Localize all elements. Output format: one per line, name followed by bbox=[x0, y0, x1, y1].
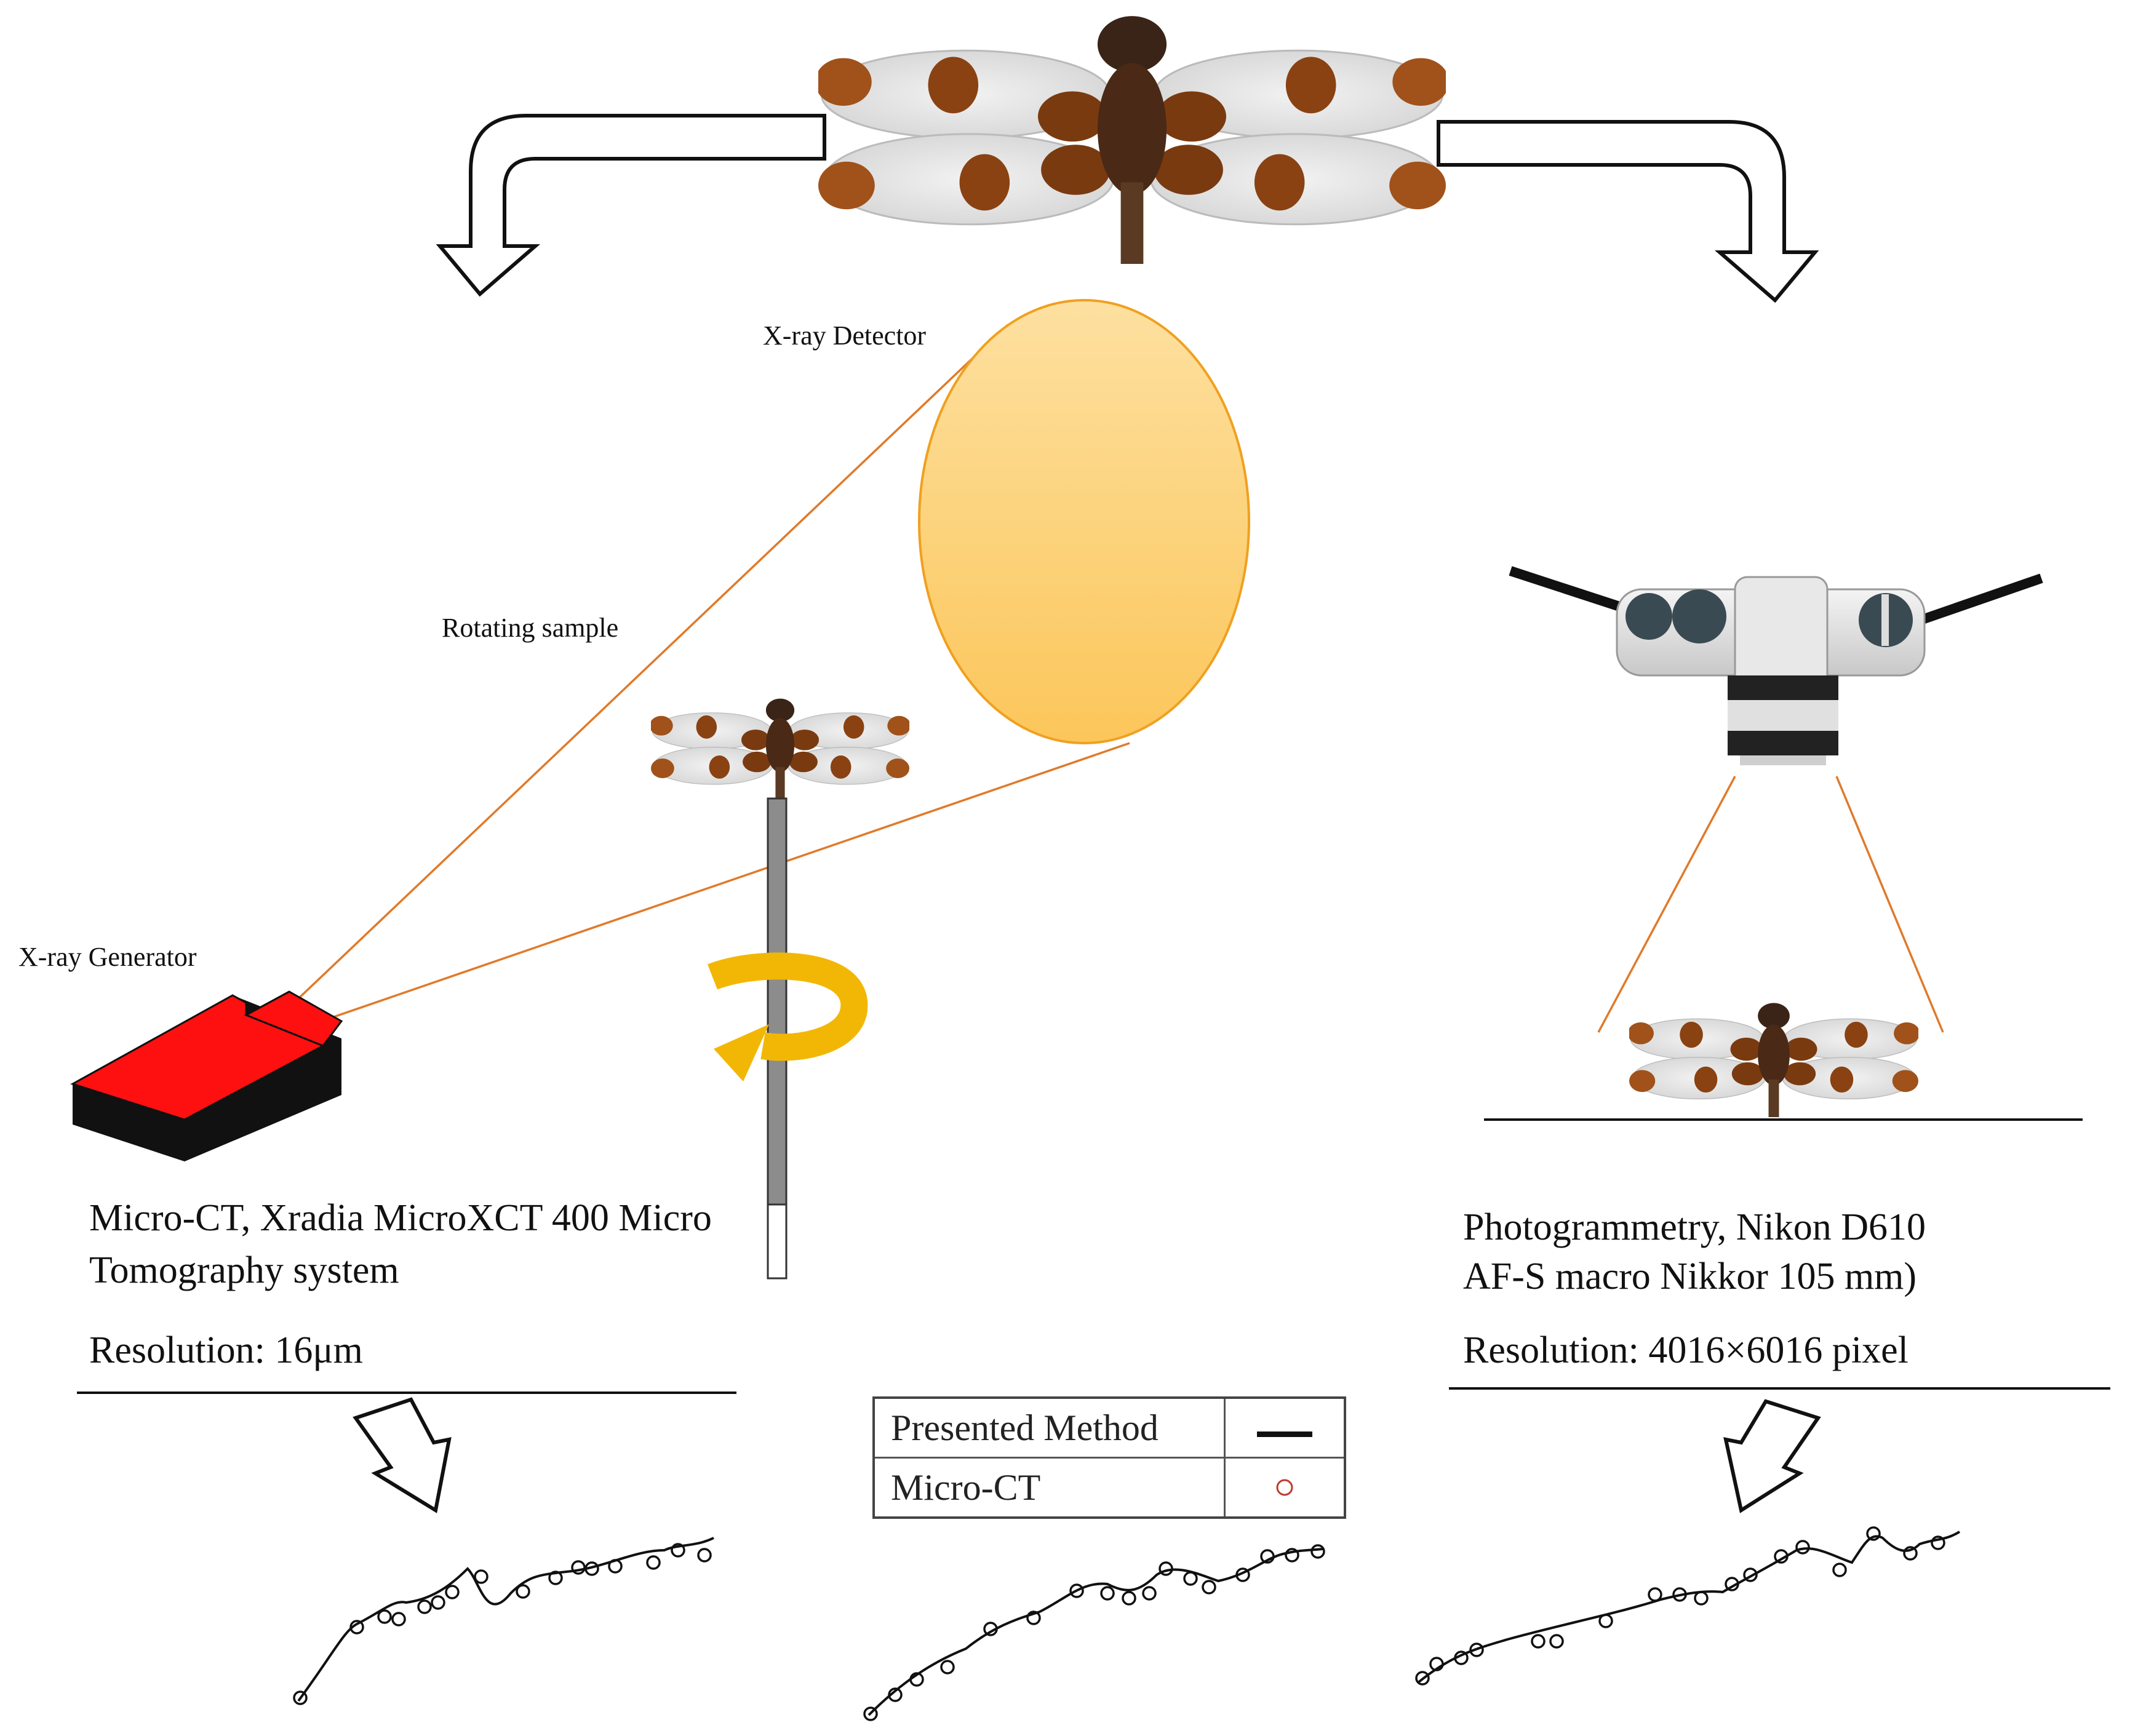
camera-view-line-right bbox=[1835, 776, 1944, 1033]
profile-plot-right bbox=[1415, 1526, 1961, 1686]
legend-microct-label: Micro-CT bbox=[872, 1457, 1226, 1519]
photogrammetry-resolution: Resolution: 4016×6016 pixel bbox=[1463, 1329, 1909, 1371]
camera-top-view-icon bbox=[1509, 566, 2043, 765]
microct-divider bbox=[77, 1392, 736, 1394]
xray-detector-disc-icon bbox=[918, 299, 1250, 744]
sample-rod-icon bbox=[767, 797, 788, 1280]
xray-generator-box-icon bbox=[70, 990, 343, 1161]
bent-arrow-right-icon bbox=[1437, 120, 1819, 303]
profile-plot-left bbox=[293, 1537, 714, 1705]
microct-title-line1: Micro-CT, Xradia MicroXCT 400 Micro bbox=[89, 1197, 712, 1239]
rotating-sample-dragonfly-icon bbox=[651, 698, 909, 802]
rotation-arrow-icon bbox=[708, 952, 868, 1081]
bent-arrow-left-icon bbox=[436, 114, 826, 297]
microct-title-line2: Tomography system bbox=[89, 1249, 399, 1291]
legend-presented-label: Presented Method bbox=[872, 1396, 1226, 1459]
photographed-dragonfly-icon bbox=[1629, 1002, 1918, 1117]
legend-row-presented: Presented Method bbox=[872, 1396, 1346, 1459]
legend-line-symbol bbox=[1224, 1396, 1346, 1459]
camera-view-line-left bbox=[1597, 776, 1736, 1033]
legend-circle-symbol bbox=[1224, 1457, 1346, 1519]
rotating-sample-label: Rotating sample bbox=[442, 613, 619, 643]
down-arrow-right-icon bbox=[1723, 1399, 1821, 1513]
profile-plot-middle bbox=[863, 1544, 1325, 1721]
legend-row-microct: Micro-CT bbox=[872, 1457, 1346, 1519]
legend-table: Presented Method Micro-CT bbox=[872, 1396, 1346, 1519]
beam-line-lower bbox=[324, 742, 1130, 1021]
photogrammetry-divider bbox=[1449, 1387, 2110, 1390]
photogrammetry-title-line1: Photogrammetry, Nikon D610 bbox=[1463, 1206, 1926, 1248]
dragonfly-specimen-icon bbox=[818, 15, 1446, 265]
beam-line-upper bbox=[294, 324, 1009, 1003]
xray-generator-label: X-ray Generator bbox=[18, 942, 197, 972]
down-arrow-left-icon bbox=[353, 1397, 452, 1513]
xray-detector-label: X-ray Detector bbox=[763, 321, 927, 351]
microct-resolution: Resolution: 16μm bbox=[89, 1329, 363, 1371]
photogrammetry-title-line2: AF-S macro Nikkor 105 mm) bbox=[1463, 1256, 1917, 1297]
legend-circle-marker-icon bbox=[1276, 1479, 1293, 1495]
legend-line-icon bbox=[1257, 1431, 1312, 1437]
